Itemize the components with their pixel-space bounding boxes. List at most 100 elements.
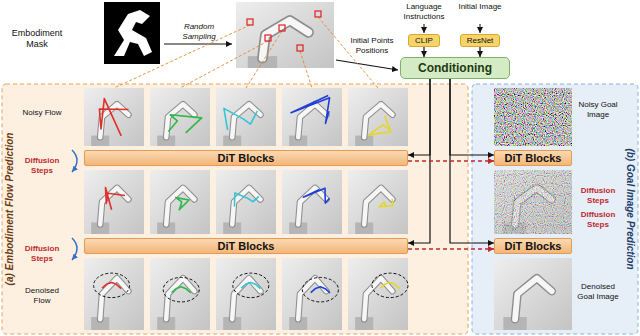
points-arrow bbox=[336, 60, 398, 70]
connector-arrow bbox=[479, 47, 480, 57]
robot-arm bbox=[100, 188, 128, 224]
panel-ground bbox=[2, 84, 468, 334]
panel-title: (b) Goal Image Prediction bbox=[624, 84, 636, 334]
robot-arm bbox=[364, 278, 392, 319]
flow-track bbox=[168, 115, 201, 133]
robot-arm bbox=[166, 278, 194, 319]
dit-block: DiT Blocks bbox=[494, 150, 572, 166]
row-label: Denoised Goal Image bbox=[575, 282, 621, 302]
scene-image bbox=[282, 258, 342, 330]
noise-image bbox=[494, 170, 572, 234]
flow-track bbox=[224, 108, 257, 130]
robot-arm bbox=[166, 278, 194, 319]
box-label: DiT Blocks bbox=[218, 152, 275, 164]
highlight-ellipse bbox=[163, 277, 199, 301]
scene-image bbox=[348, 170, 408, 234]
scene-image bbox=[282, 170, 342, 234]
panel: (a) Embodiment Flow PredictionDiT Blocks… bbox=[2, 84, 468, 334]
connector-arrow bbox=[450, 79, 494, 155]
scene-image bbox=[84, 170, 144, 234]
dit-block: DiT Blocks bbox=[84, 238, 408, 254]
row-label: Noisy Goal Image bbox=[575, 100, 621, 120]
encoder-box: ResNet bbox=[460, 34, 500, 47]
row-label: Noisy Flow bbox=[16, 108, 68, 118]
mask-shape bbox=[114, 10, 152, 56]
scene-image bbox=[216, 88, 276, 146]
box-label: Conditioning bbox=[418, 61, 492, 75]
robot-arm bbox=[262, 20, 308, 58]
highlight-ellipse bbox=[233, 273, 269, 297]
highlight-ellipse bbox=[372, 273, 408, 297]
flow-track bbox=[303, 188, 329, 203]
step-arrow bbox=[72, 150, 77, 172]
step-label: Diffusion Steps bbox=[16, 244, 68, 264]
input-arrow bbox=[480, 24, 481, 33]
flow-track bbox=[99, 99, 128, 136]
conditioning-box: Conditioning bbox=[400, 57, 510, 79]
encoder-box: CLIP bbox=[408, 34, 440, 47]
step-arrow bbox=[72, 238, 77, 260]
scene-image bbox=[150, 170, 210, 234]
dit-block: DiT Blocks bbox=[84, 150, 408, 166]
dashed-arrow bbox=[408, 248, 494, 249]
sample-point bbox=[297, 45, 303, 51]
robot-arm bbox=[232, 278, 260, 319]
dashed-arrow bbox=[408, 160, 494, 161]
box-label: DiT Blocks bbox=[505, 152, 562, 164]
robot-arm bbox=[515, 278, 552, 319]
robot-arm bbox=[298, 278, 326, 319]
panel-title: (a) Embodiment Flow Prediction bbox=[4, 84, 16, 334]
highlight-ellipse bbox=[94, 273, 130, 297]
box-label: DiT Blocks bbox=[505, 240, 562, 252]
robot-arm bbox=[100, 278, 128, 319]
robot-arm bbox=[298, 104, 326, 137]
robot-arm bbox=[100, 278, 128, 319]
flow-track bbox=[234, 193, 258, 207]
scene-image bbox=[150, 88, 210, 146]
step-label: Diffusion Steps bbox=[575, 210, 621, 230]
scene-image bbox=[348, 258, 408, 330]
scene-image bbox=[494, 170, 572, 234]
connector-arrow bbox=[423, 47, 424, 57]
robot-arm bbox=[364, 278, 392, 319]
flow-track bbox=[176, 198, 189, 211]
robot-arm bbox=[166, 188, 194, 224]
robot-arm bbox=[100, 188, 128, 224]
robot-arm bbox=[232, 278, 260, 319]
scene-image bbox=[348, 88, 408, 146]
box-label: DiT Blocks bbox=[218, 240, 275, 252]
robot-arm bbox=[364, 104, 392, 137]
robot-arm bbox=[166, 104, 194, 137]
scene-image bbox=[216, 170, 276, 234]
sampling-arrow bbox=[164, 43, 232, 44]
scene-image bbox=[494, 258, 572, 330]
scene-image bbox=[150, 258, 210, 330]
robot-arm bbox=[364, 104, 392, 137]
leader-line bbox=[246, 31, 282, 88]
image-label: Embodiment Mask bbox=[2, 28, 72, 50]
sample-point bbox=[315, 11, 321, 17]
robot-arm bbox=[262, 20, 308, 58]
row-label: Denoised Flow bbox=[16, 286, 68, 306]
scene-image bbox=[282, 88, 342, 146]
arrow-label: Random Sampling bbox=[170, 22, 228, 42]
robot-arm bbox=[515, 278, 552, 319]
input-label: Language Instructions bbox=[394, 2, 454, 22]
robot-arm bbox=[232, 188, 260, 224]
robot-arm bbox=[364, 188, 392, 224]
scene-image bbox=[236, 2, 334, 68]
leader-line bbox=[180, 41, 268, 88]
scene-image bbox=[216, 258, 276, 330]
flow-track bbox=[106, 188, 125, 210]
box-label: CLIP bbox=[415, 36, 433, 45]
arrow-label: Initial Points Positions bbox=[338, 36, 406, 56]
flow-track bbox=[291, 96, 330, 124]
input-label: Initial Image bbox=[456, 2, 504, 12]
robot-arm bbox=[364, 188, 392, 224]
robot-arm bbox=[298, 278, 326, 319]
sample-point bbox=[247, 19, 253, 25]
robot-arm bbox=[166, 188, 194, 224]
